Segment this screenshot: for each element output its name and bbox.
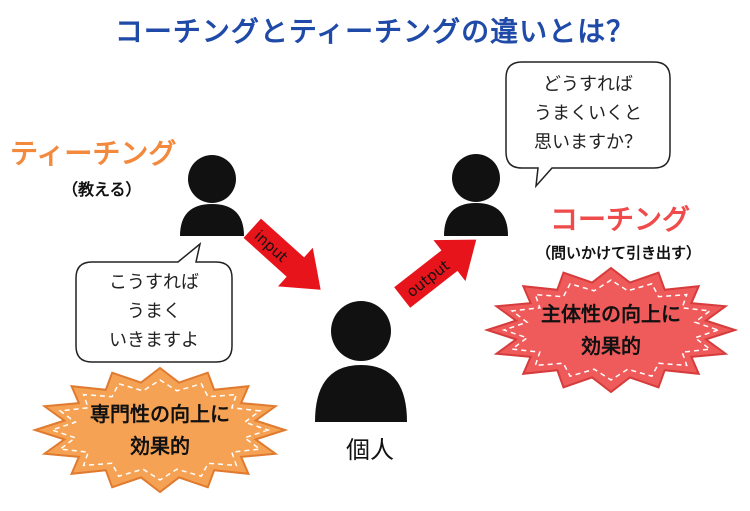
teaching-label: ティーチング [10,137,177,170]
teaching-effect-line: 専門性の向上に [90,402,230,426]
teaching-effect-burst [31,366,289,494]
teaching-speech-bubble [75,242,233,363]
coaching-sublabel: （問いかけて引き出す） [536,244,702,262]
coaching-effect-text: 主体性の向上に 効果的 [494,298,728,362]
coaching-bubble-line: どうすれば [543,74,633,95]
coaching-speech-bubble [505,61,671,189]
coaching-label: コーチング [550,203,691,236]
teaching-bubble-line: こうすれば [109,272,199,293]
coaching-bubble-line: うまくいくと [534,103,642,124]
teaching-effect-text: 専門性の向上に 効果的 [40,398,280,462]
coaching-effect-line: 効果的 [581,334,641,358]
input-arrow: input [243,218,321,290]
individual-person-icon [315,301,407,422]
coach-person-icon [444,154,508,236]
coaching-effect-line: 主体性の向上に [541,302,681,326]
teacher-person-icon [180,155,244,236]
page-title: コーチングとティーチングの違いとは？ [114,15,636,48]
teaching-bubble-line: いきますよ [109,330,199,351]
coaching-effect-burst [483,266,739,394]
coaching-bubble-text: どうすれば うまくいくと 思いますか？ [506,70,670,157]
teaching-sublabel: （教える） [62,180,142,199]
individual-label: 個人 [346,436,394,464]
teaching-bubble-line: うまく [127,301,181,322]
teaching-bubble-text: こうすれば うまく いきますよ [76,268,232,355]
teaching-effect-line: 効果的 [130,434,190,458]
coaching-bubble-line: 思いますか？ [534,132,642,153]
